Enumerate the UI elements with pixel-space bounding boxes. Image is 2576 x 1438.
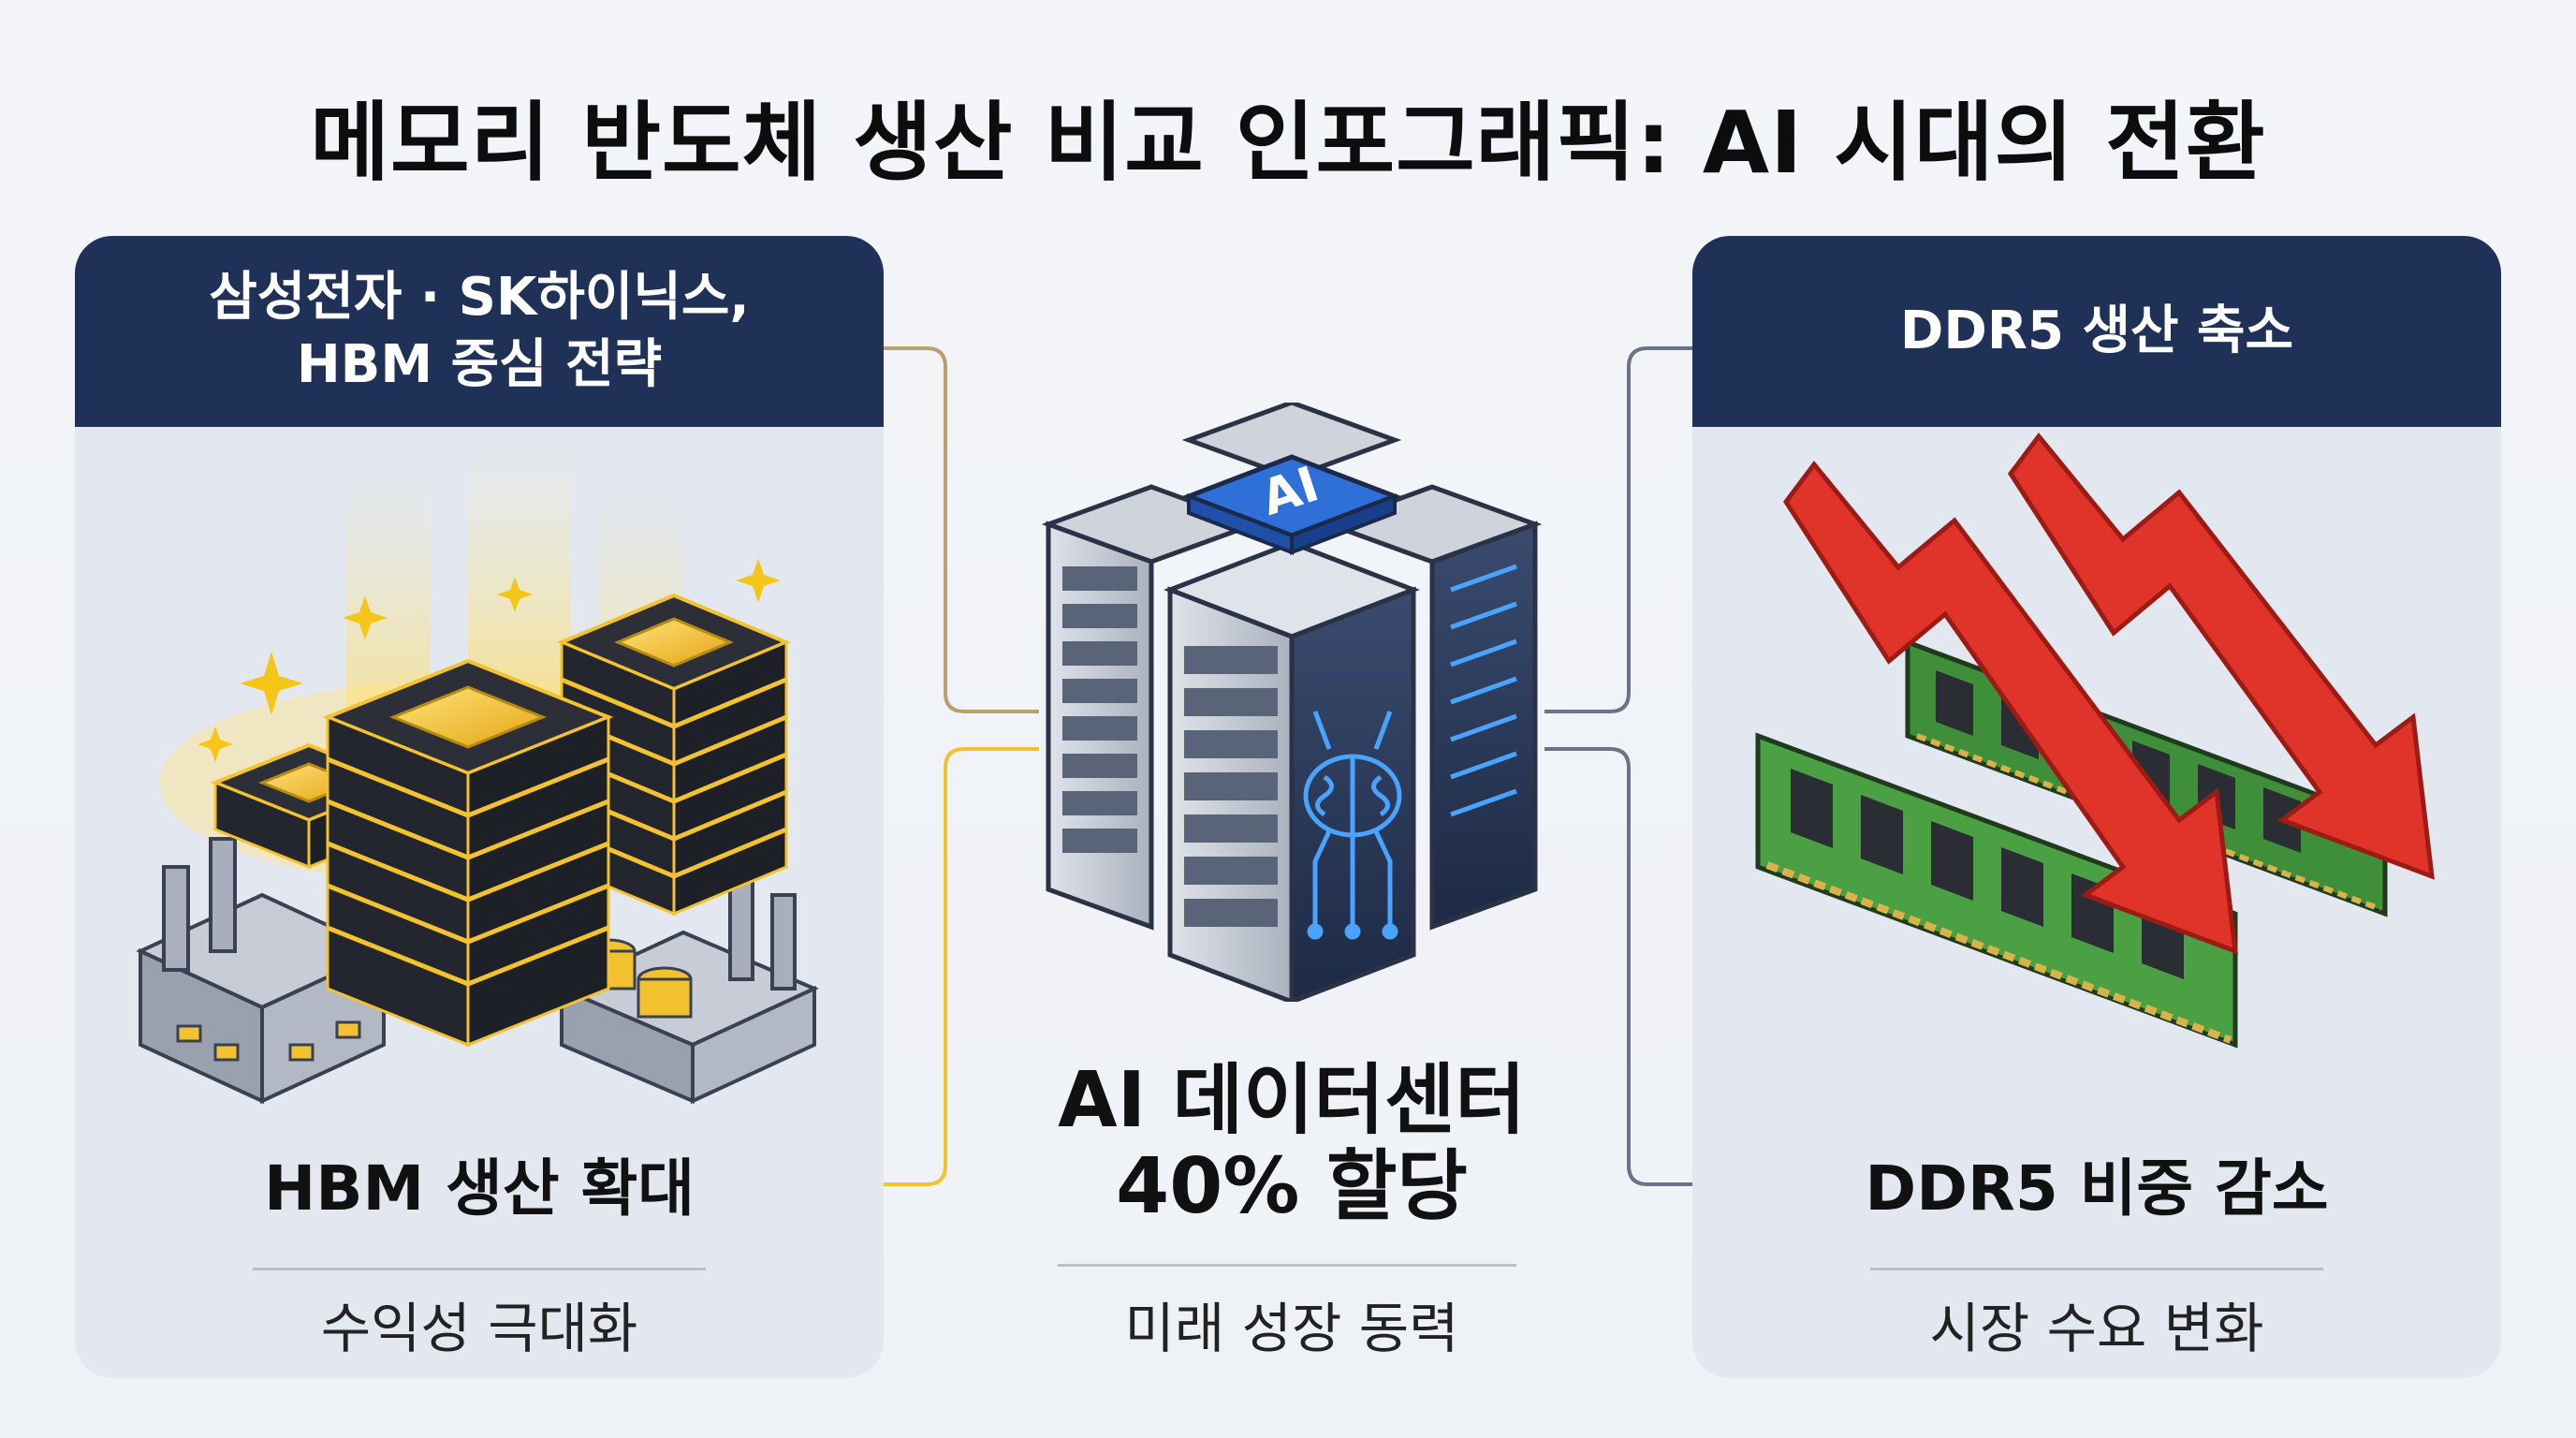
ddr5-panel: DDR5 생산 축소 DDR5 비중 감소 [1692, 236, 2501, 1378]
brain-circuit-icon [1303, 711, 1402, 940]
ddr5-main-label: DDR5 비중 감소 [1865, 1152, 2329, 1225]
hbm-strategy-panel: 삼성전자 · SK하이닉스, HBM 중심 전략 [75, 236, 884, 1378]
center-sub-label: 미래 성장 동력 [1124, 1297, 1459, 1360]
hbm-header-line2: HBM 중심 전략 [296, 334, 663, 395]
factory-icon-right [557, 874, 819, 1105]
hbm-factory-illustration [136, 436, 819, 1105]
center-divider [1058, 1264, 1516, 1267]
ddr5-decline-illustration [1755, 432, 2435, 1049]
hbm-panel-header: 삼성전자 · SK하이닉스, HBM 중심 전략 [75, 236, 884, 427]
connector-right-top [1544, 346, 1692, 713]
page-title: 메모리 반도체 생산 비교 인포그래픽: AI 시대의 전환 [310, 93, 2266, 193]
hbm-chip-stack-icon [322, 658, 614, 1048]
ddr5-sub-label: 시장 수요 변화 [1929, 1297, 2264, 1360]
center-main-line2: 40% 할당 [1116, 1141, 1468, 1231]
ddr5-divider [1870, 1268, 2323, 1270]
connector-left-top [884, 346, 1039, 713]
hbm-divider [253, 1268, 706, 1270]
ddr5-panel-header: DDR5 생산 축소 [1692, 236, 2501, 427]
connector-right-bottom [1544, 747, 1692, 1186]
center-main-line1: AI 데이터센터 [1058, 1056, 1526, 1145]
hbm-sub-label: 수익성 극대화 [320, 1297, 638, 1360]
hbm-header-line1: 삼성전자 · SK하이닉스, [209, 267, 750, 329]
hbm-main-label: HBM 생산 확대 [263, 1152, 695, 1225]
ai-server-icon: AI [1041, 403, 1543, 1002]
center-main-label: AI 데이터센터 40% 할당 [945, 1058, 1638, 1230]
connector-left-bottom [884, 747, 1039, 1186]
down-trend-arrow-icon [1782, 432, 2435, 955]
ram-module-icon [1755, 732, 2238, 1049]
sparkle-icons [198, 558, 781, 762]
ai-chip-icon: AI [1181, 454, 1402, 555]
